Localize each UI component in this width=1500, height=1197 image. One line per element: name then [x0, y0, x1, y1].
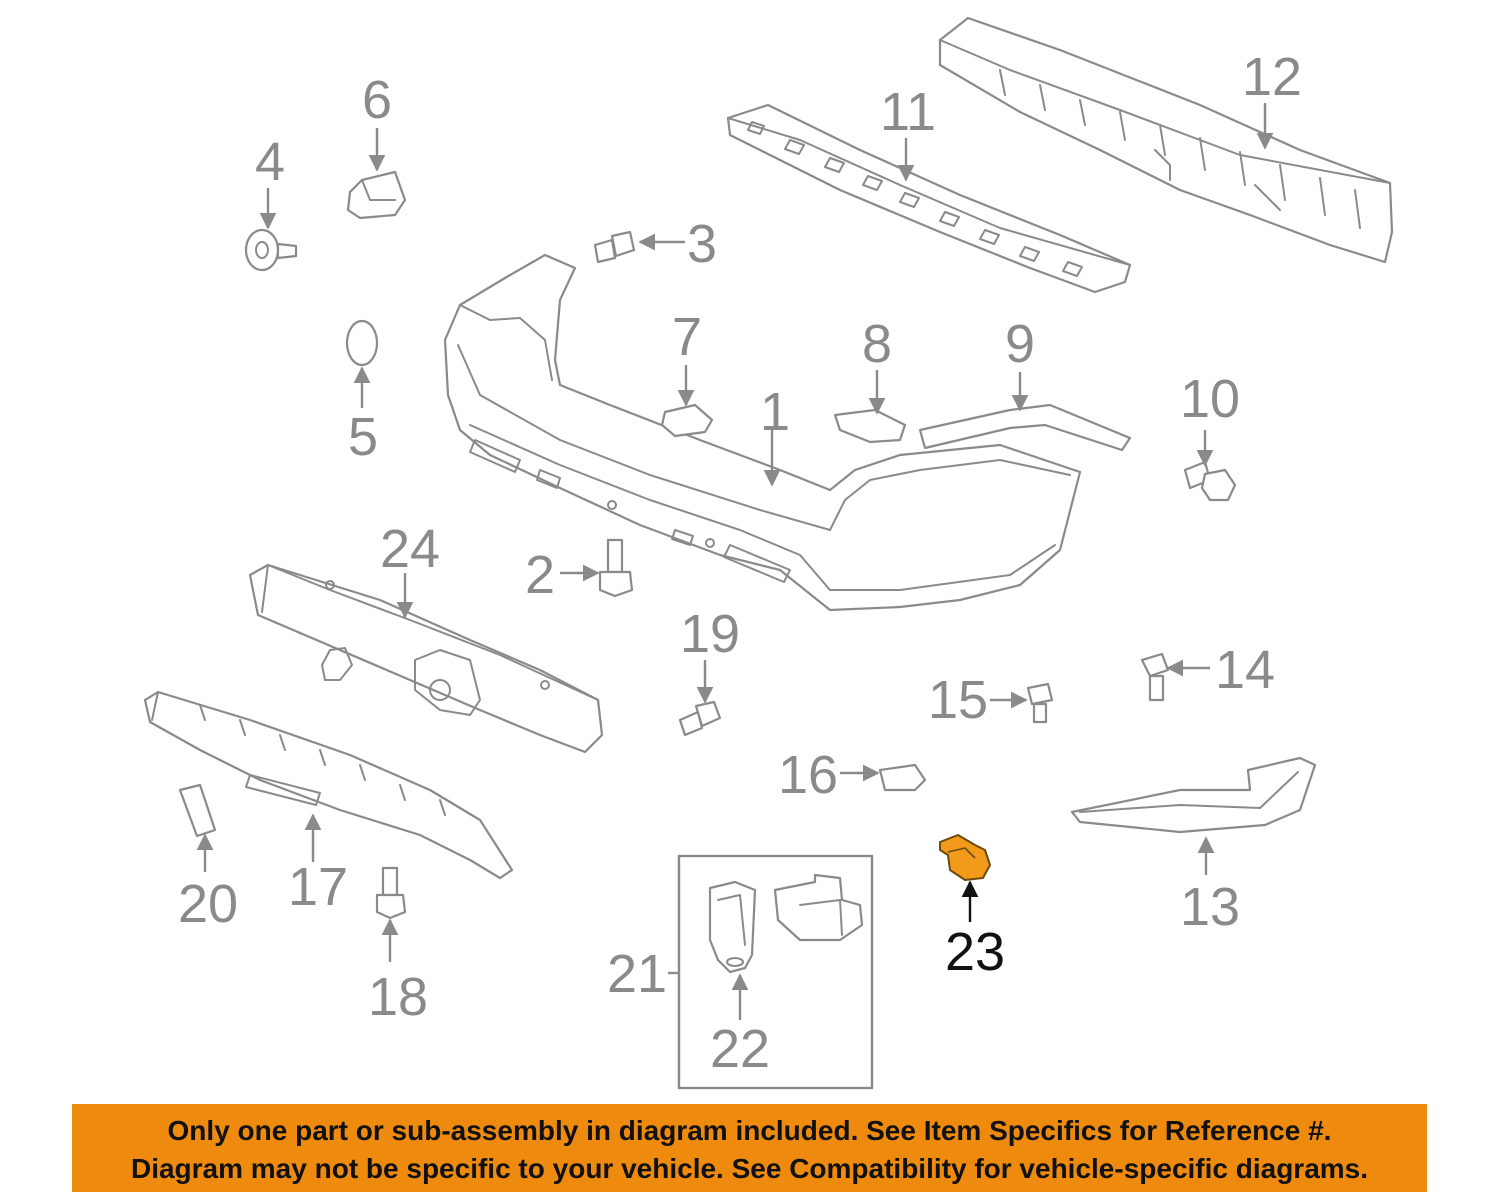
callout-9: 9 [1005, 314, 1035, 374]
callout-14: 14 [1215, 640, 1275, 700]
part-18-bolt [375, 866, 407, 920]
callout-24: 24 [380, 519, 440, 579]
part-1-bumper-cover [443, 253, 1082, 612]
part-11-reinforcement [726, 103, 1132, 294]
part-12-absorber [938, 16, 1394, 264]
callout-labels: 1 2 3 4 5 6 7 8 9 10 11 12 13 14 15 16 1… [178, 47, 1302, 1079]
part-15-bolt [1026, 682, 1054, 724]
part-22-bracket [708, 880, 757, 974]
callout-4: 4 [255, 132, 285, 192]
part-23-highlighted [939, 834, 991, 881]
part-3-bolt [593, 230, 636, 264]
callout-5: 5 [348, 407, 378, 467]
callout-15: 15 [928, 670, 988, 730]
callout-1: 1 [760, 382, 790, 442]
callout-11: 11 [880, 82, 936, 142]
callout-23: 23 [945, 922, 1005, 982]
parts-diagram: 1 2 3 4 5 6 7 8 9 10 11 12 13 14 15 16 1… [143, 16, 1394, 1090]
callout-22: 22 [710, 1019, 770, 1079]
callout-13: 13 [1180, 877, 1240, 937]
part-6-sensor [346, 170, 407, 220]
part-17-lower-garnish [143, 690, 514, 880]
part-24-lower-beam [248, 563, 604, 754]
part-2-bolt [598, 538, 634, 598]
callout-10: 10 [1180, 369, 1240, 429]
callout-16: 16 [778, 745, 838, 805]
part-13-side-garnish [1070, 756, 1317, 834]
part-9-side-spacer [918, 403, 1132, 452]
callout-19: 19 [680, 604, 740, 664]
leader-lines [196, 103, 1274, 1020]
disclaimer-line-1: Only one part or sub-assembly in diagram… [167, 1115, 1332, 1146]
disclaimer-line-2: Diagram may not be specific to your vehi… [130, 1153, 1369, 1184]
callout-3: 3 [687, 214, 717, 274]
callout-12: 12 [1242, 47, 1302, 107]
callout-8: 8 [862, 314, 892, 374]
callout-7: 7 [672, 307, 702, 367]
part-10-bolt [1183, 460, 1237, 502]
part-16-nut [878, 763, 927, 792]
part-7-clip [660, 403, 714, 438]
part-19-bolt [678, 700, 722, 737]
part-20-cap [178, 783, 217, 838]
callout-21: 21 [607, 944, 667, 1004]
part-14-bolt [1140, 652, 1170, 702]
callout-2: 2 [525, 545, 555, 605]
callout-17: 17 [288, 857, 348, 917]
callout-20: 20 [178, 874, 238, 934]
callout-6: 6 [362, 70, 392, 130]
part-21-sensor [773, 873, 864, 942]
callout-18: 18 [368, 967, 428, 1027]
part-4-clip [244, 228, 298, 272]
disclaimer-banner: Only one part or sub-assembly in diagram… [72, 1104, 1427, 1192]
part-8-bracket [833, 408, 907, 444]
part-5-cap [345, 319, 379, 367]
